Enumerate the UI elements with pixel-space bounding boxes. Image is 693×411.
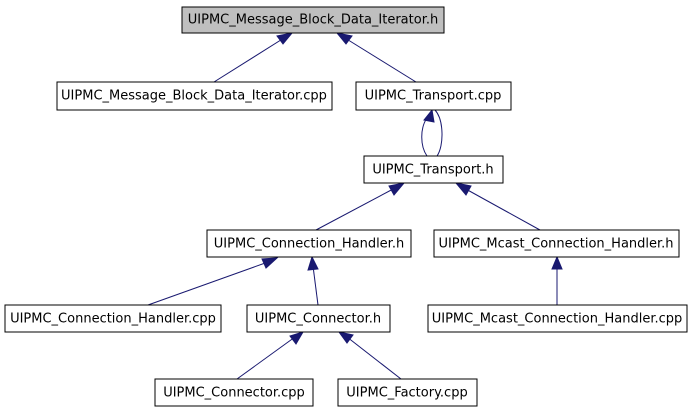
- node-connector-header[interactable]: UIPMC_Connector.h: [246, 304, 391, 333]
- edge-iter-cpp-to-root: [213, 37, 285, 83]
- arrowhead-icon: [307, 255, 319, 271]
- arrowhead-icon: [289, 331, 305, 345]
- arrowhead-icon: [337, 331, 354, 344]
- arrowhead-icon: [454, 182, 472, 196]
- arrowhead-icon: [276, 32, 294, 45]
- node-mcast-connection-handler-cpp[interactable]: UIPMC_Mcast_Connection_Handler.cpp: [427, 304, 688, 333]
- node-connector-cpp[interactable]: UIPMC_Connector.cpp: [154, 378, 314, 407]
- edge-conn-handler-h-to-transport-h: [315, 187, 396, 231]
- edges: [147, 32, 563, 380]
- node-label: UIPMC_Connector.cpp: [163, 386, 305, 401]
- arrowhead-icon: [388, 182, 406, 196]
- node-root-header[interactable]: UIPMC_Message_Block_Data_Iterator.h: [181, 6, 445, 34]
- edge-transport-cpp-to-root: [344, 37, 417, 83]
- node-factory-cpp[interactable]: UIPMC_Factory.cpp: [337, 378, 478, 407]
- edge-factory-cpp-to-connector-h: [346, 336, 402, 380]
- arrowhead-icon: [335, 32, 353, 45]
- node-label: UIPMC_Connection_Handler.h: [214, 237, 404, 252]
- node-label: UIPMC_Connector.h: [255, 312, 381, 327]
- edge-connector-h-to-conn-handler-h: [312, 265, 319, 306]
- node-transport-header[interactable]: UIPMC_Transport.h: [363, 155, 504, 184]
- node-label: UIPMC_Factory.cpp: [346, 386, 467, 401]
- arrowhead-icon: [551, 255, 563, 270]
- arrowhead-icon: [261, 257, 279, 269]
- edge-transport-cpp-to-transport-h: [434, 109, 443, 157]
- node-label: UIPMC_Transport.cpp: [365, 89, 502, 104]
- node-label: UIPMC_Transport.h: [372, 163, 493, 178]
- node-label: UIPMC_Message_Block_Data_Iterator.cpp: [61, 89, 327, 104]
- edge-mcast-handler-h-to-transport-h: [463, 187, 541, 231]
- node-label: UIPMC_Mcast_Connection_Handler.h: [438, 237, 673, 252]
- node-label: UIPMC_Mcast_Connection_Handler.cpp: [432, 312, 683, 327]
- edge-conn-handler-cpp-to-h: [147, 261, 269, 306]
- node-mcast-connection-handler-header[interactable]: UIPMC_Mcast_Connection_Handler.h: [433, 229, 680, 258]
- arrowhead-icon: [423, 108, 435, 123]
- edge-transport-h-to-transport-cpp: [421, 117, 428, 157]
- node-label: UIPMC_Connection_Handler.cpp: [10, 312, 216, 327]
- node-transport-cpp[interactable]: UIPMC_Transport.cpp: [355, 81, 512, 111]
- node-connection-handler-header[interactable]: UIPMC_Connection_Handler.h: [206, 229, 412, 258]
- node-label: UIPMC_Message_Block_Data_Iterator.h: [188, 13, 438, 28]
- edge-connector-cpp-to-connector-h: [236, 336, 296, 380]
- node-iterator-cpp[interactable]: UIPMC_Message_Block_Data_Iterator.cpp: [56, 81, 333, 111]
- nodes: UIPMC_Message_Block_Data_Iterator.h UIPM…: [4, 6, 688, 407]
- node-connection-handler-cpp[interactable]: UIPMC_Connection_Handler.cpp: [4, 304, 222, 333]
